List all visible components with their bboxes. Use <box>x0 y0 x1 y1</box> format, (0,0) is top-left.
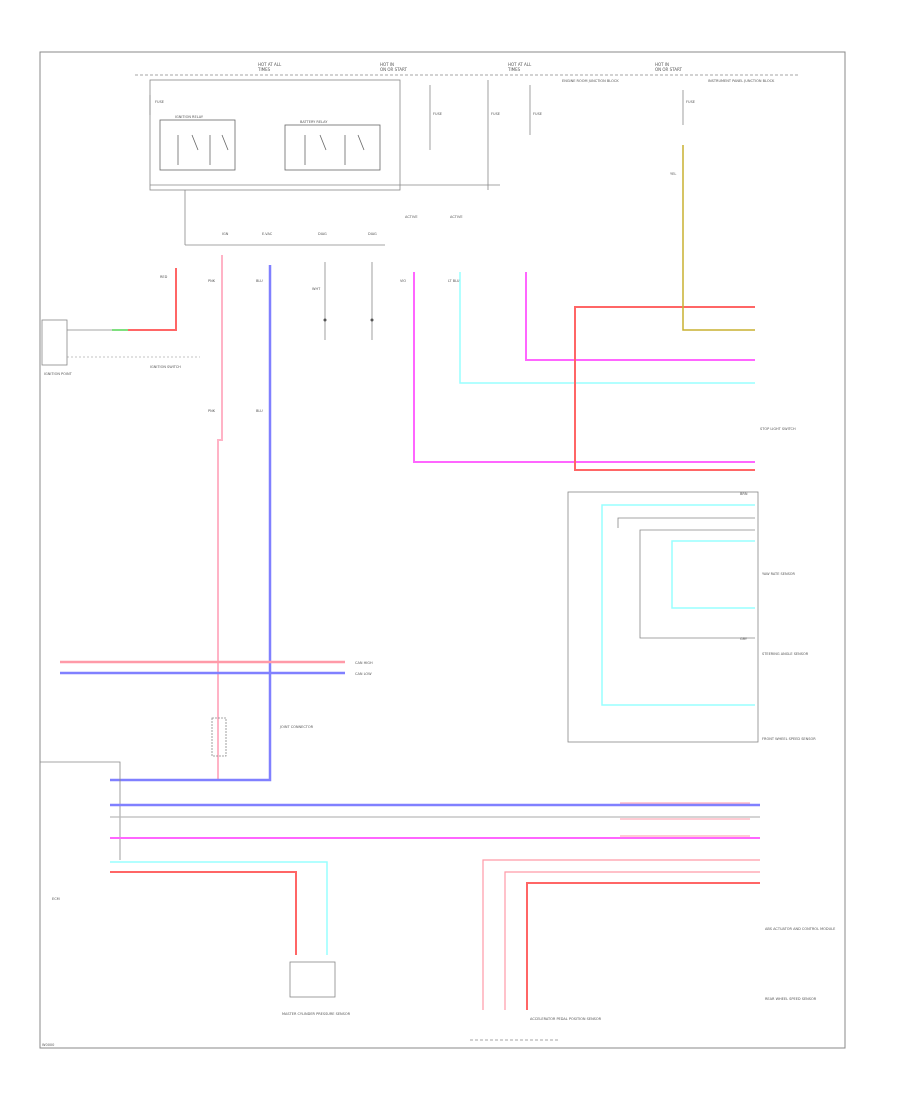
svg-text:FUSE: FUSE <box>491 112 500 116</box>
joint-connector <box>211 717 227 757</box>
wire-red-left <box>120 268 177 331</box>
sensor-stubs <box>323 262 374 340</box>
fuse-group: FUSE FUSE FUSE FUSE FUSE <box>149 80 695 190</box>
svg-text:E-VAC: E-VAC <box>262 232 273 236</box>
master-cylinder-sensor <box>289 961 336 998</box>
svg-text:BRN: BRN <box>740 492 748 496</box>
wire-magenta-b <box>525 272 755 361</box>
svg-text:JOINT CONNECTOR: JOINT CONNECTOR <box>279 725 314 729</box>
svg-text:YEL: YEL <box>670 172 676 176</box>
wire-cyan-low <box>110 861 328 955</box>
svg-text:ECM: ECM <box>52 897 60 901</box>
ignition-relay: IGNITION RELAY <box>159 115 236 171</box>
svg-text:WHT: WHT <box>312 287 321 291</box>
svg-text:STEERING ANGLE SENSOR: STEERING ANGLE SENSOR <box>762 652 809 656</box>
svg-text:DIAG: DIAG <box>368 232 377 236</box>
svg-text:CAN HIGH: CAN HIGH <box>355 661 373 665</box>
svg-text:BLU: BLU <box>256 279 263 283</box>
svg-text:BATTERY RELAY: BATTERY RELAY <box>300 120 328 124</box>
top-block-label: ENGINE ROOM JUNCTION BLOCK <box>562 79 619 83</box>
svg-text:FUSE: FUSE <box>686 100 695 104</box>
engine-room-block <box>149 79 401 191</box>
svg-text:MASTER CYLINDER PRESSURE SENSO: MASTER CYLINDER PRESSURE SENSOR <box>282 1012 351 1016</box>
svg-text:RED: RED <box>160 275 168 279</box>
svg-text:VIO: VIO <box>400 279 406 283</box>
svg-text:CAN LOW: CAN LOW <box>355 672 372 676</box>
svg-text:ACTIVE: ACTIVE <box>405 215 418 219</box>
svg-text:ACTIVE: ACTIVE <box>450 215 463 219</box>
wire-blue-main <box>110 265 272 782</box>
top-source-2-line2: ON OR START <box>380 67 408 72</box>
top-source-1-line1: HOT AT ALL <box>258 62 282 67</box>
wire-right-2 <box>504 871 760 1010</box>
top-right-source: HOT IN ON OR START <box>655 62 683 72</box>
wire-right-3 <box>526 882 760 1010</box>
svg-text:PNK: PNK <box>208 409 216 413</box>
top-source-3-line1: HOT AT ALL <box>508 62 532 67</box>
battery-relay: BATTERY RELAY <box>284 120 381 171</box>
svg-text:FRONT WHEEL SPEED SENSOR: FRONT WHEEL SPEED SENSOR <box>762 737 816 741</box>
top-source-1-line2: TIMES <box>257 67 271 72</box>
wire-pink-low <box>110 871 297 955</box>
svg-text:LT BLU: LT BLU <box>448 279 460 283</box>
wire-cyan-a <box>459 272 755 384</box>
svg-text:BLU: BLU <box>256 409 263 413</box>
svg-text:IGNITION RELAY: IGNITION RELAY <box>175 115 204 119</box>
wire-pink-main <box>110 255 223 781</box>
top-right-source-line2: ON OR START <box>655 67 683 72</box>
top-source-2-line1: HOT IN <box>380 62 394 67</box>
top-source-3-line2: TIMES <box>507 67 521 72</box>
top-source-1: HOT AT ALL TIMES <box>257 62 282 72</box>
svg-text:REAR WHEEL SPEED SENSOR: REAR WHEEL SPEED SENSOR <box>765 997 817 1001</box>
svg-text:FUSE: FUSE <box>533 112 542 116</box>
top-right-source-line1: HOT IN <box>655 62 669 67</box>
svg-text:GRY: GRY <box>740 637 748 641</box>
ignition-point-box: IGNITION POINT IGNITION SWITCH <box>41 319 200 376</box>
svg-text:IGNITION POINT: IGNITION POINT <box>44 372 73 376</box>
svg-text:PNK: PNK <box>208 279 216 283</box>
svg-text:FUSE: FUSE <box>155 100 164 104</box>
wire-red-right <box>574 306 755 471</box>
top-source-3: HOT AT ALL TIMES <box>507 62 532 72</box>
sensor-cluster: YAW RATE SENSOR STEERING ANGLE SENSOR FR… <box>567 491 816 743</box>
top-source-2: HOT IN ON OR START <box>380 62 408 72</box>
svg-text:IGNITION SWITCH: IGNITION SWITCH <box>150 365 181 369</box>
footer-code: W0000 <box>42 1043 54 1047</box>
svg-text:YAW RATE SENSOR: YAW RATE SENSOR <box>762 572 796 576</box>
connector-labels: IGN E-VAC DIAG DIAG ACTIVE ACTIVE <box>222 215 463 236</box>
svg-text:ACCELERATOR PEDAL POSITION SEN: ACCELERATOR PEDAL POSITION SENSOR <box>530 1017 602 1021</box>
svg-text:DIAG: DIAG <box>318 232 327 236</box>
ecm-box: ECM <box>40 761 121 901</box>
abs-unit-label: ABS ACTUATOR AND CONTROL MODULE <box>765 927 835 931</box>
svg-text:IGN: IGN <box>222 232 229 236</box>
stop-light-label: STOP LIGHT SWITCH <box>760 427 796 431</box>
top-right-block-label: INSTRUMENT PANEL JUNCTION BLOCK <box>708 79 775 83</box>
wire-magenta-a <box>413 272 755 463</box>
wire-color-tags: RED PNK BLU PNK BLU WHT LT BLU VIO BRN G… <box>160 172 748 641</box>
svg-text:FUSE: FUSE <box>433 112 442 116</box>
wire-yellow <box>682 145 755 331</box>
wire-right-1 <box>482 859 760 1010</box>
diagram-border <box>39 51 846 1049</box>
